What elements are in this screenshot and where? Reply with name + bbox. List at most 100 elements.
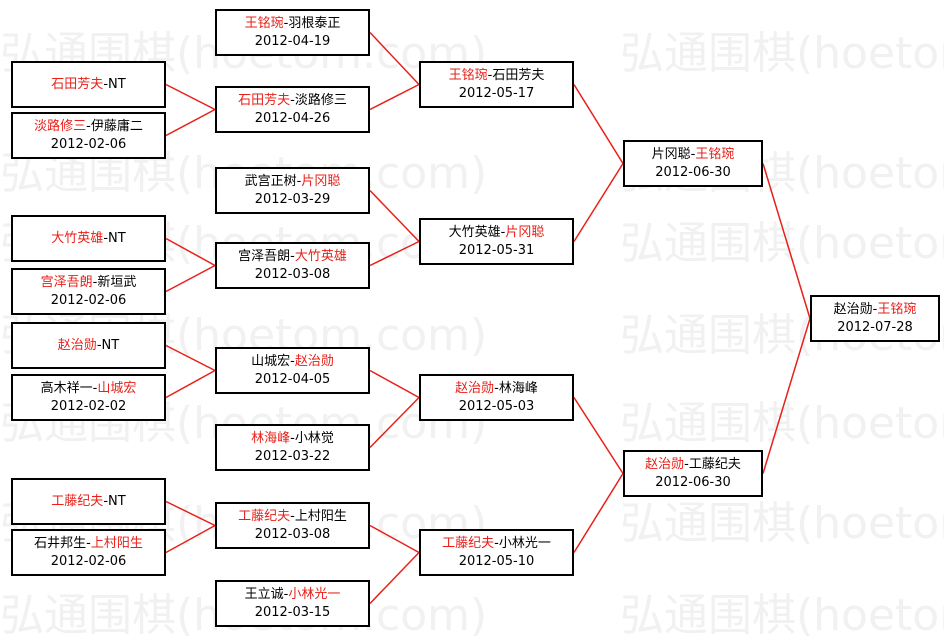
player-2: 片冈聪 bbox=[505, 224, 545, 240]
match-date: 2012-02-06 bbox=[50, 136, 127, 152]
player-2: 赵治勋 bbox=[294, 353, 334, 369]
connector-r1-b-to-r2-b bbox=[165, 108, 216, 137]
separator: - bbox=[487, 67, 493, 83]
player-1: 武宫正树 bbox=[244, 173, 297, 189]
player-2: 小林光一 bbox=[498, 535, 551, 551]
match-box-r1-g: 工藤纪夫-NT bbox=[11, 478, 166, 525]
separator: - bbox=[290, 248, 295, 264]
connector-r1-d-to-r2-d bbox=[165, 264, 216, 293]
separator: - bbox=[872, 301, 878, 317]
match-date: 2012-04-26 bbox=[254, 110, 331, 126]
connector-r3-b-to-r4-a bbox=[573, 163, 624, 242]
match-date: 2012-06-30 bbox=[655, 164, 731, 180]
player-1: 王立诚 bbox=[244, 586, 284, 602]
player-2: 羽根泰正 bbox=[288, 15, 341, 31]
player-1: 大竹英雄 bbox=[448, 224, 501, 240]
match-players: 高木祥一-山城宏 bbox=[41, 380, 137, 398]
player-2: 王铭琬 bbox=[877, 301, 917, 317]
connector-r4-a-to-final bbox=[762, 163, 811, 319]
player-1: 淡路修三 bbox=[34, 118, 87, 134]
match-players: 石井邦生-上村阳生 bbox=[34, 535, 143, 553]
separator: - bbox=[290, 508, 295, 524]
connector-r2-c-to-r3-b bbox=[369, 189, 420, 243]
match-players: 赵治勋-工藤纪夫 bbox=[645, 456, 741, 474]
match-box-r3-c: 赵治勋-林海峰 2012-05-03 bbox=[419, 374, 574, 421]
connector-r2-b-to-r3-a bbox=[369, 83, 420, 111]
connector-r1-h-to-r2-g bbox=[165, 524, 216, 554]
match-date: 2012-05-03 bbox=[458, 398, 535, 414]
player-2: 小林觉 bbox=[294, 430, 334, 446]
separator: - bbox=[103, 230, 109, 246]
separator: - bbox=[103, 493, 109, 509]
match-players: 武宫正树-片冈聪 bbox=[245, 173, 341, 191]
match-players: 工藤纪夫-NT bbox=[51, 493, 125, 511]
match-box-r1-c: 大竹英雄-NT bbox=[11, 215, 166, 262]
player-1: 赵治勋 bbox=[455, 380, 495, 396]
player-2: 上村阳生 bbox=[90, 535, 143, 551]
match-players: 大竹英雄-NT bbox=[51, 230, 125, 248]
match-date: 2012-03-08 bbox=[254, 266, 331, 282]
match-date: 2012-03-08 bbox=[254, 526, 331, 542]
separator: - bbox=[92, 274, 98, 290]
match-players: 石田芳夫-淡路修三 bbox=[238, 92, 347, 110]
connector-r1-g-to-r2-g bbox=[165, 500, 216, 527]
match-players: 片冈聪-王铭琬 bbox=[652, 146, 735, 164]
player-2: 新垣武 bbox=[97, 274, 137, 290]
connector-r3-c-to-r4-b bbox=[573, 397, 624, 474]
separator: - bbox=[86, 118, 91, 134]
match-date: 2012-03-22 bbox=[254, 448, 331, 464]
player-2: 工藤纪夫 bbox=[688, 456, 741, 472]
separator: - bbox=[290, 353, 295, 369]
connector-r1-f-to-r2-e bbox=[165, 369, 216, 399]
player-1: 赵治勋 bbox=[57, 337, 97, 353]
player-1: 片冈聪 bbox=[651, 146, 691, 162]
match-players: 工藤纪夫-小林光一 bbox=[442, 535, 551, 553]
player-1: 宫泽吾朗 bbox=[40, 274, 93, 290]
separator: - bbox=[290, 430, 295, 446]
match-players: 赵治勋-王铭琬 bbox=[834, 301, 917, 319]
match-players: 大竹英雄-片冈聪 bbox=[449, 224, 545, 242]
player-1: 王铭琬 bbox=[448, 67, 488, 83]
player-2: NT bbox=[108, 76, 126, 92]
separator: - bbox=[86, 535, 91, 551]
separator: - bbox=[290, 92, 295, 108]
player-2: 大竹英雄 bbox=[294, 248, 347, 264]
separator: - bbox=[96, 337, 102, 353]
connector-r2-d-to-r3-b bbox=[369, 240, 420, 267]
player-2: 淡路修三 bbox=[294, 92, 347, 108]
match-date: 2012-04-05 bbox=[254, 371, 331, 387]
connector-r4-b-to-final bbox=[762, 318, 811, 474]
connector-r2-f-to-r3-c bbox=[369, 396, 420, 449]
match-date: 2012-07-28 bbox=[837, 319, 913, 335]
match-date: 2012-02-06 bbox=[50, 292, 127, 308]
connector-r1-c-to-r2-d bbox=[165, 237, 216, 267]
player-2: 山城宏 bbox=[97, 380, 137, 396]
match-players: 工藤纪夫-上村阳生 bbox=[238, 508, 347, 526]
match-players: 林海峰-小林觉 bbox=[251, 430, 334, 448]
match-players: 宫泽吾朗-大竹英雄 bbox=[238, 248, 347, 266]
separator: - bbox=[494, 380, 499, 396]
connector-r1-e-to-r2-e bbox=[165, 344, 216, 372]
player-2: 小林光一 bbox=[288, 586, 341, 602]
player-1: 林海峰 bbox=[251, 430, 291, 446]
match-players: 石田芳夫-NT bbox=[51, 76, 125, 94]
match-date: 2012-02-02 bbox=[50, 398, 127, 414]
player-2: 林海峰 bbox=[498, 380, 538, 396]
match-date: 2012-04-19 bbox=[254, 33, 331, 49]
match-players: 宫泽吾朗-新垣武 bbox=[41, 274, 137, 292]
player-2: NT bbox=[108, 493, 126, 509]
